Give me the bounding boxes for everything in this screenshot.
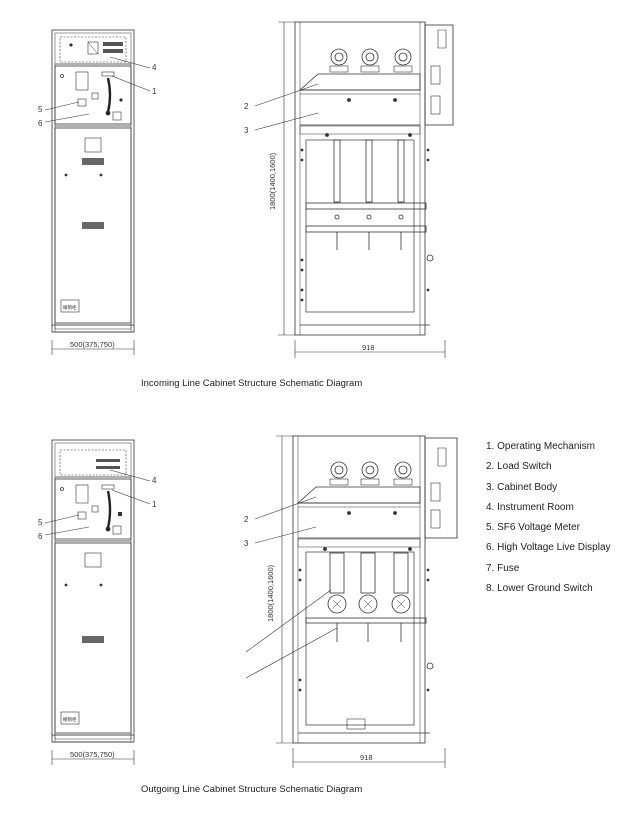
outgoing-leader-lines (44, 469, 151, 765)
outgoing-caption: Outgoing Line Cabinet Structure Schemati… (141, 784, 363, 795)
callout-3: 3 (244, 126, 249, 135)
callout-5: 5 (38, 518, 43, 527)
callout-1: 1 (152, 500, 157, 509)
incoming-insulators (329, 48, 413, 73)
callout-3: 3 (244, 539, 249, 548)
panel-label: 撤销柜 (63, 716, 77, 723)
incoming-side-view (294, 21, 454, 336)
callout-2: 2 (244, 515, 249, 524)
component-legend: 1. Operating Mechanism 2. Load Switch 3.… (486, 440, 611, 602)
legend-item: 8. Lower Ground Switch (486, 583, 593, 595)
fuse-assemblies (305, 552, 427, 642)
legend-item: 6. High Voltage Live Display (486, 542, 611, 554)
legend-item: 4. Instrument Room (486, 501, 574, 513)
panel-label: 撤销柜 (63, 304, 77, 311)
legend-item: 1. Operating Mechanism (486, 441, 595, 452)
legend-item: 3. Cabinet Body (486, 481, 558, 493)
height-dimension: 1800(1400,1600) (268, 152, 277, 210)
callout-4: 4 (152, 476, 157, 485)
front-width-dimension: 500(375,750) (70, 340, 115, 349)
side-width-dimension: 918 (360, 753, 373, 762)
callout-4: 4 (152, 63, 157, 72)
side-width-dimension: 918 (362, 343, 375, 352)
outgoing-front-view (51, 439, 135, 743)
legend-item: 7. Fuse (486, 562, 520, 574)
incoming-caption: Incoming Line Cabinet Structure Schemati… (141, 378, 363, 389)
callout-1: 1 (152, 87, 157, 96)
legend-item: 2. Load Switch (486, 461, 552, 473)
outgoing-insulators (329, 461, 413, 486)
callout-2: 2 (244, 102, 249, 111)
incoming-leader-lines (44, 56, 151, 355)
incoming-side-dimensions (254, 21, 446, 358)
legend-item: 5. SF6 Voltage Meter (486, 522, 580, 534)
outgoing-side-dimensions (245, 435, 446, 768)
incoming-labels: 4 1 5 6 2 3 500(375,750) 918 1800(1400,1… (38, 63, 375, 352)
callout-6: 6 (38, 532, 43, 541)
height-dimension: 1800(1400,1600) (266, 564, 275, 622)
front-width-dimension: 500(375,750) (70, 750, 115, 759)
callout-5: 5 (38, 105, 43, 114)
incoming-front-view (51, 29, 135, 333)
outgoing-labels: 4 1 5 6 2 3 500(375,750) 918 1800(1400,1… (38, 476, 373, 762)
callout-6: 6 (38, 119, 43, 128)
outgoing-side-view (292, 435, 458, 744)
